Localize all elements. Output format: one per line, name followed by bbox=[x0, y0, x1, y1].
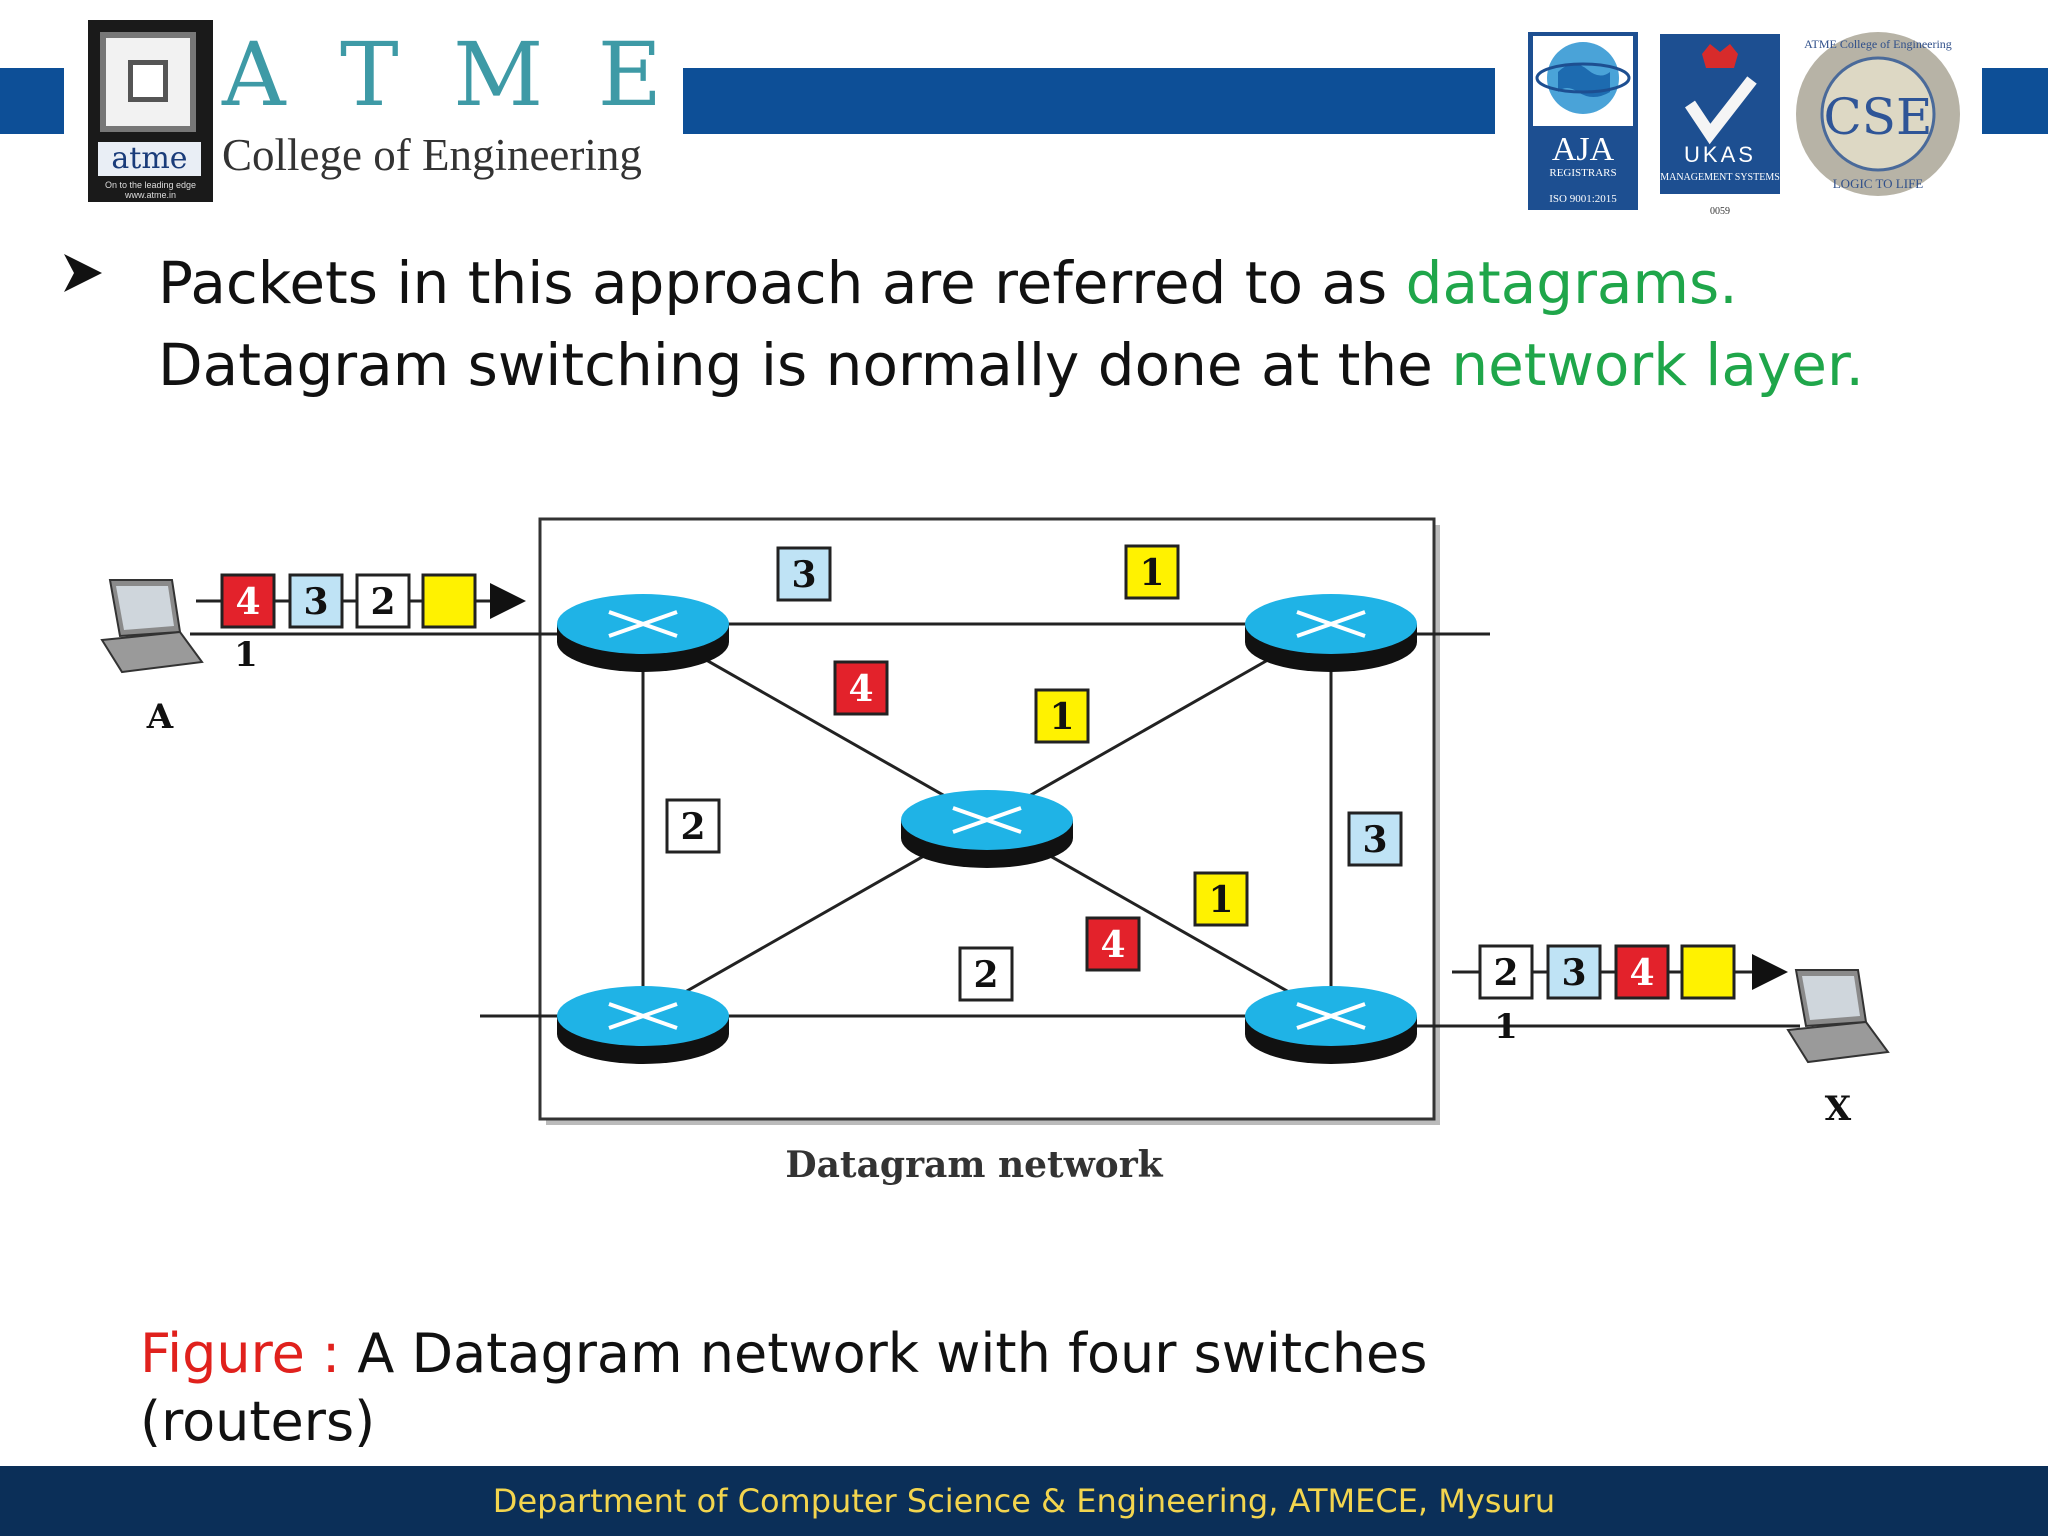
outgoing-packet bbox=[1478, 944, 1534, 1000]
term-datagrams: datagrams. bbox=[1405, 249, 1738, 317]
outgoing-packet bbox=[1614, 944, 1670, 1000]
router-bottom-left bbox=[557, 986, 729, 1064]
header-band-left bbox=[0, 68, 64, 134]
link-packet bbox=[1034, 688, 1090, 744]
outgoing-packet-label: 2 bbox=[1493, 952, 1518, 994]
network-label: Datagram network bbox=[785, 1144, 1163, 1186]
host-a-label: A bbox=[146, 697, 174, 737]
outgoing-packet bbox=[1680, 944, 1736, 1000]
footer-bar: Department of Computer Science & Enginee… bbox=[0, 1466, 2048, 1536]
svg-text:1: 1 bbox=[1049, 696, 1074, 738]
aja-sub: REGISTRARS bbox=[1549, 167, 1616, 179]
college-name: College of Engineering bbox=[222, 130, 642, 180]
link-packet bbox=[833, 660, 889, 716]
figure-caption: Figure : A Datagram network with four sw… bbox=[140, 1320, 1540, 1456]
router-top-right bbox=[1245, 594, 1417, 672]
cse-seal-ring-bottom: LOGIC TO LIFE bbox=[1833, 176, 1924, 191]
brand-letter: E bbox=[597, 23, 662, 126]
cse-seal-center: CSE bbox=[1823, 88, 1932, 146]
outgoing-port-label: 1 bbox=[1494, 1007, 1518, 1047]
svg-text:2: 2 bbox=[680, 806, 705, 848]
datagram-network-diagram: 4 3 2 1 A 2 3 4 1 X 3 1 4 1 2 3 1 4 2 Da… bbox=[100, 517, 1890, 1186]
svg-text:1: 1 bbox=[1208, 879, 1233, 921]
header-band-right bbox=[1982, 68, 2048, 134]
header-band-middle bbox=[683, 68, 1495, 134]
footer-text: Department of Computer Science & Enginee… bbox=[492, 1482, 1556, 1520]
link-packet bbox=[1085, 916, 1141, 972]
arrow-bullet-icon bbox=[64, 254, 102, 292]
incoming-packet bbox=[288, 573, 344, 629]
svg-text:4: 4 bbox=[1100, 924, 1125, 966]
brand-letter: A bbox=[222, 23, 286, 126]
svg-text:2: 2 bbox=[973, 954, 998, 996]
incoming-packet bbox=[421, 573, 477, 629]
term-network-layer: network layer. bbox=[1451, 331, 1864, 399]
brand-name: A T M E bbox=[222, 30, 662, 120]
incoming-packet-label: 3 bbox=[303, 581, 328, 623]
cse-department-seal: CSE ATME College of Engineering LOGIC TO… bbox=[1796, 32, 1960, 196]
link-packet bbox=[958, 946, 1014, 1002]
laptop-a-icon bbox=[100, 579, 204, 674]
logo-frame bbox=[100, 32, 196, 132]
link-packet bbox=[776, 546, 832, 602]
svg-text:4: 4 bbox=[848, 668, 873, 710]
outgoing-packet bbox=[1546, 944, 1602, 1000]
brand-letter: T bbox=[340, 23, 399, 126]
router-bottom-right bbox=[1245, 986, 1417, 1064]
logo-word: atme bbox=[98, 142, 201, 176]
router-center bbox=[901, 790, 1073, 868]
svg-text:3: 3 bbox=[1362, 819, 1387, 861]
ukas-code: 0059 bbox=[1710, 206, 1730, 217]
outgoing-packet-label: 4 bbox=[1629, 952, 1654, 994]
incoming-packet bbox=[355, 573, 411, 629]
svg-text:3: 3 bbox=[791, 554, 816, 596]
laptop-x-icon bbox=[1786, 969, 1890, 1064]
aja-certification-logo: AJA REGISTRARS ISO 9001:2015 bbox=[1528, 32, 1638, 210]
router-top-left bbox=[557, 594, 729, 672]
bullet-text: Packets in this approach are referred to… bbox=[158, 249, 1864, 399]
link-packet bbox=[1193, 871, 1249, 927]
incoming-packet-label: 2 bbox=[370, 581, 395, 623]
link-packet bbox=[1124, 544, 1180, 600]
outgoing-packet-label: 3 bbox=[1561, 952, 1586, 994]
ukas-sub: MANAGEMENT SYSTEMS bbox=[1660, 172, 1780, 183]
ukas-certification-logo: UKAS MANAGEMENT SYSTEMS 0059 bbox=[1660, 34, 1780, 217]
host-x-label: X bbox=[1825, 1089, 1852, 1129]
link-packet bbox=[665, 798, 721, 854]
svg-text:1: 1 bbox=[1139, 552, 1164, 594]
ukas-name: UKAS bbox=[1684, 142, 1756, 167]
brand-letter: M bbox=[453, 23, 544, 126]
incoming-port-label: 1 bbox=[234, 635, 258, 675]
figure-caption-text: A Datagram network with four switches (r… bbox=[140, 1322, 1428, 1453]
aja-iso: ISO 9001:2015 bbox=[1549, 193, 1617, 205]
incoming-packet-label: 4 bbox=[235, 581, 260, 623]
link-packet bbox=[1347, 811, 1403, 867]
logo-tagline: On to the leading edge www.atme.in bbox=[104, 180, 197, 200]
figure-label: Figure : bbox=[140, 1322, 341, 1385]
incoming-packet bbox=[220, 573, 276, 629]
aja-name: AJA bbox=[1552, 131, 1615, 168]
college-logo: atme On to the leading edge www.atme.in bbox=[88, 20, 213, 202]
cse-seal-ring-top: ATME College of Engineering bbox=[1804, 37, 1952, 51]
